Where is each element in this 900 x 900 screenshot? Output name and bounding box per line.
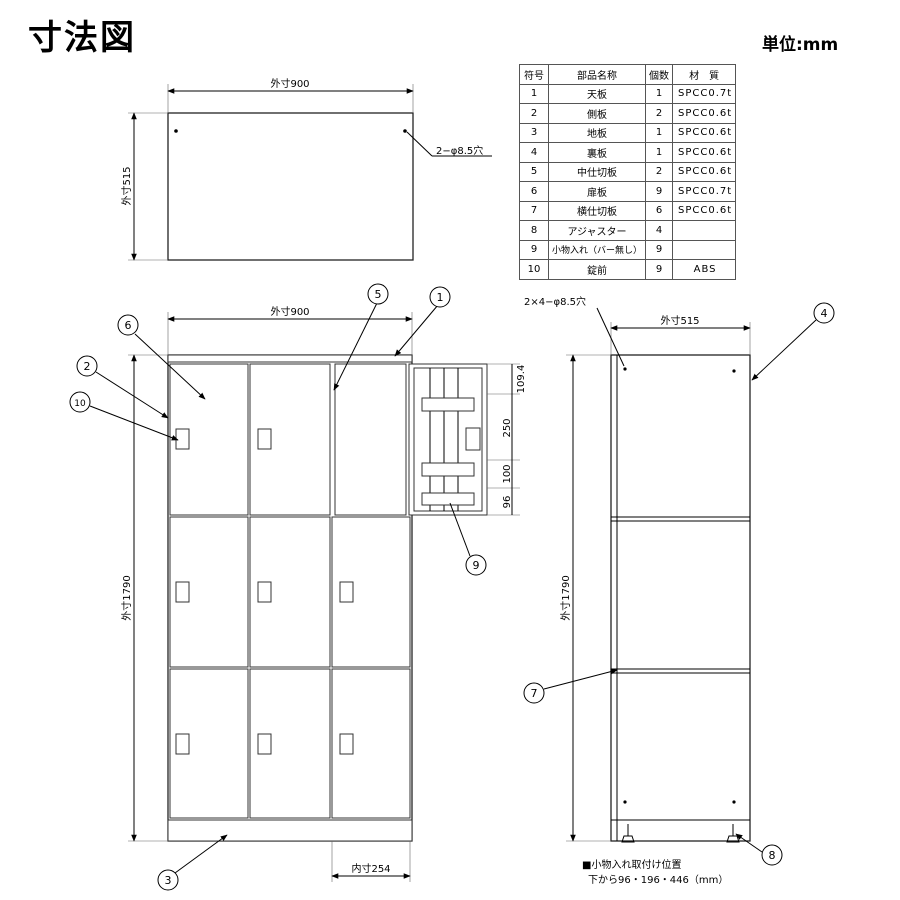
callout-4: 4 bbox=[813, 302, 835, 324]
adjuster-icon bbox=[621, 824, 635, 843]
svg-text:4: 4 bbox=[821, 307, 828, 320]
svg-text:2: 2 bbox=[84, 360, 91, 373]
lock-icon bbox=[257, 581, 272, 603]
svg-text:6: 6 bbox=[125, 319, 132, 332]
svg-text:10: 10 bbox=[74, 399, 86, 409]
side-height-label: 外寸1790 bbox=[559, 575, 572, 620]
svg-text:5: 5 bbox=[375, 288, 382, 301]
part-name: 錠前 bbox=[547, 259, 647, 280]
mounting-hole-icon bbox=[623, 800, 627, 804]
note-positions: 下から96・196・446（mm） bbox=[588, 875, 729, 886]
lock-icon bbox=[175, 428, 190, 450]
top-holes-label: 2−φ8.5穴 bbox=[436, 144, 483, 157]
lock-icon bbox=[257, 733, 272, 755]
svg-text:8: 8 bbox=[769, 849, 776, 862]
part-qty: 9 bbox=[645, 259, 674, 280]
callout-9: 9 bbox=[465, 554, 487, 576]
mounting-hole-icon bbox=[623, 367, 627, 371]
lock-icon bbox=[339, 733, 354, 755]
callout-1: 1 bbox=[429, 286, 451, 308]
pocket-bar bbox=[421, 462, 475, 477]
base-panel bbox=[167, 819, 413, 842]
pocket-bar bbox=[421, 397, 475, 412]
front-width-label: 外寸900 bbox=[270, 305, 309, 318]
adjuster-icon bbox=[726, 824, 740, 843]
mounting-hole-icon bbox=[403, 129, 407, 133]
mounting-hole-icon bbox=[174, 129, 178, 133]
front-height-label: 外寸1790 bbox=[120, 575, 133, 620]
lock-icon bbox=[175, 581, 190, 603]
pocket-dim-250: 250 bbox=[502, 418, 513, 437]
unit-label: 単位:mm bbox=[762, 35, 839, 55]
lock-icon bbox=[339, 581, 354, 603]
pocket-position-note: ■小物入れ取付け位置 下から96・196・446（mm） bbox=[582, 858, 728, 888]
inner-lock bbox=[465, 427, 481, 451]
callout-8: 8 bbox=[761, 844, 783, 866]
svg-text:9: 9 bbox=[473, 559, 480, 572]
inner-width-label: 内寸254 bbox=[351, 862, 390, 875]
callout-leaders bbox=[89, 302, 817, 874]
top-view-outline bbox=[167, 112, 414, 261]
parts-table-header: 符号 部品名称 個数 材 質 bbox=[519, 64, 737, 85]
callout-10: 10 bbox=[69, 391, 91, 413]
pocket-bar bbox=[421, 492, 475, 506]
pocket-dim-109: 109.4 bbox=[516, 365, 527, 394]
top-view: 外寸900 外寸515 2−φ8.5穴 bbox=[120, 77, 492, 261]
open-door-pocket: 109.4 250 100 96 bbox=[408, 363, 527, 516]
side-view: 外寸515 外寸1790 2×4−φ8.5穴 bbox=[524, 295, 751, 843]
locker-door bbox=[331, 668, 411, 819]
callout-3: 3 bbox=[157, 869, 179, 891]
mounting-hole-icon bbox=[732, 800, 736, 804]
callout-6: 6 bbox=[117, 314, 139, 336]
top-width-label: 外寸900 bbox=[270, 77, 309, 90]
lock-icon bbox=[175, 733, 190, 755]
open-locker-opening bbox=[334, 363, 407, 516]
svg-text:7: 7 bbox=[531, 687, 538, 700]
top-panel bbox=[167, 354, 413, 363]
side-holes-label: 2×4−φ8.5穴 bbox=[524, 295, 586, 308]
callout-2: 2 bbox=[76, 355, 98, 377]
side-view-outline bbox=[610, 354, 751, 842]
svg-text:1: 1 bbox=[437, 291, 444, 304]
front-view: 109.4 250 100 96 外寸900 外寸1790 内寸254 bbox=[120, 305, 527, 882]
side-depth-label: 外寸515 bbox=[660, 314, 699, 327]
part-material: ABS bbox=[672, 259, 737, 280]
svg-text:3: 3 bbox=[165, 874, 172, 887]
callout-5: 5 bbox=[367, 283, 389, 305]
part-name: アジャスター bbox=[547, 220, 647, 241]
callout-7: 7 bbox=[523, 682, 545, 704]
pocket-dim-96: 96 bbox=[502, 496, 513, 509]
pocket-dim-100: 100 bbox=[502, 464, 513, 483]
top-depth-label: 外寸515 bbox=[120, 166, 133, 205]
page-title: 寸法図 bbox=[28, 18, 136, 58]
mounting-hole-icon bbox=[732, 369, 736, 373]
lock-icon bbox=[257, 428, 272, 450]
note-title: ■小物入れ取付け位置 bbox=[582, 860, 682, 871]
